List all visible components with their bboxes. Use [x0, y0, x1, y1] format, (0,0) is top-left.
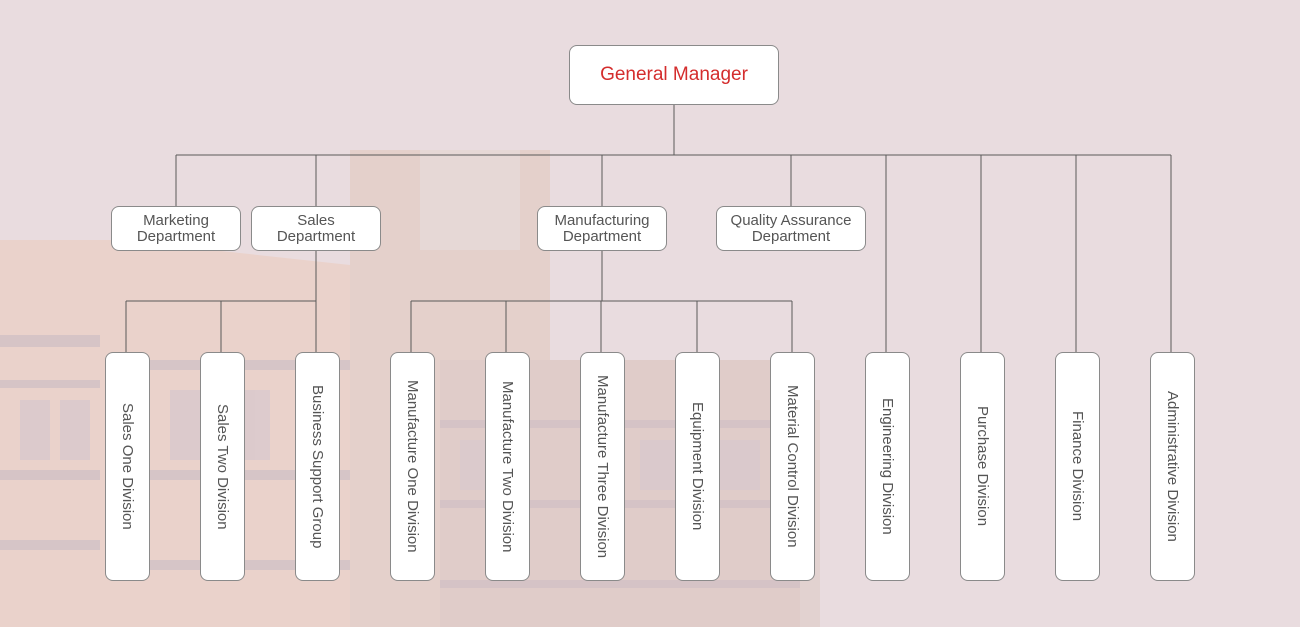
node-label: Business Support Group	[309, 384, 326, 549]
node-sales-two-division: Sales Two Division	[200, 352, 245, 581]
node-business-support-group: Business Support Group	[295, 352, 340, 581]
node-label: Manufacturing Department	[554, 211, 650, 245]
node-manufacturing-department: Manufacturing Department	[537, 206, 667, 251]
node-manufacture-one-division: Manufacture One Division	[390, 352, 435, 581]
node-label: Sales One Division	[119, 403, 136, 530]
node-equipment-division: Equipment Division	[675, 352, 720, 581]
node-engineering-division: Engineering Division	[865, 352, 910, 581]
node-label: Finance Division	[1069, 411, 1086, 522]
node-label: Sales Department	[276, 211, 356, 245]
node-label: General Manager	[600, 64, 748, 85]
node-label: Administrative Division	[1164, 391, 1181, 542]
node-label: Manufacture Three Division	[594, 374, 611, 559]
node-manufacture-two-division: Manufacture Two Division	[485, 352, 530, 581]
node-label: Sales Two Division	[214, 403, 231, 530]
node-quality-assurance-department: Quality Assurance Department	[716, 206, 866, 251]
node-finance-division: Finance Division	[1055, 352, 1100, 581]
node-label: Quality Assurance Department	[730, 211, 852, 245]
node-label: Manufacture One Division	[404, 380, 421, 553]
node-label: Material Control Division	[784, 385, 801, 548]
node-administrative-division: Administrative Division	[1150, 352, 1195, 581]
node-sales-one-division: Sales One Division	[105, 352, 150, 581]
node-purchase-division: Purchase Division	[960, 352, 1005, 581]
node-label: Equipment Division	[689, 402, 706, 531]
node-material-control-division: Material Control Division	[770, 352, 815, 581]
node-label: Purchase Division	[974, 406, 991, 527]
node-marketing-department: Marketing Department	[111, 206, 241, 251]
node-sales-department: Sales Department	[251, 206, 381, 251]
node-label: Engineering Division	[879, 398, 896, 535]
node-manufacture-three-division: Manufacture Three Division	[580, 352, 625, 581]
node-label: Manufacture Two Division	[499, 380, 516, 553]
node-general-manager: General Manager	[569, 45, 779, 105]
node-label: Marketing Department	[136, 211, 216, 245]
